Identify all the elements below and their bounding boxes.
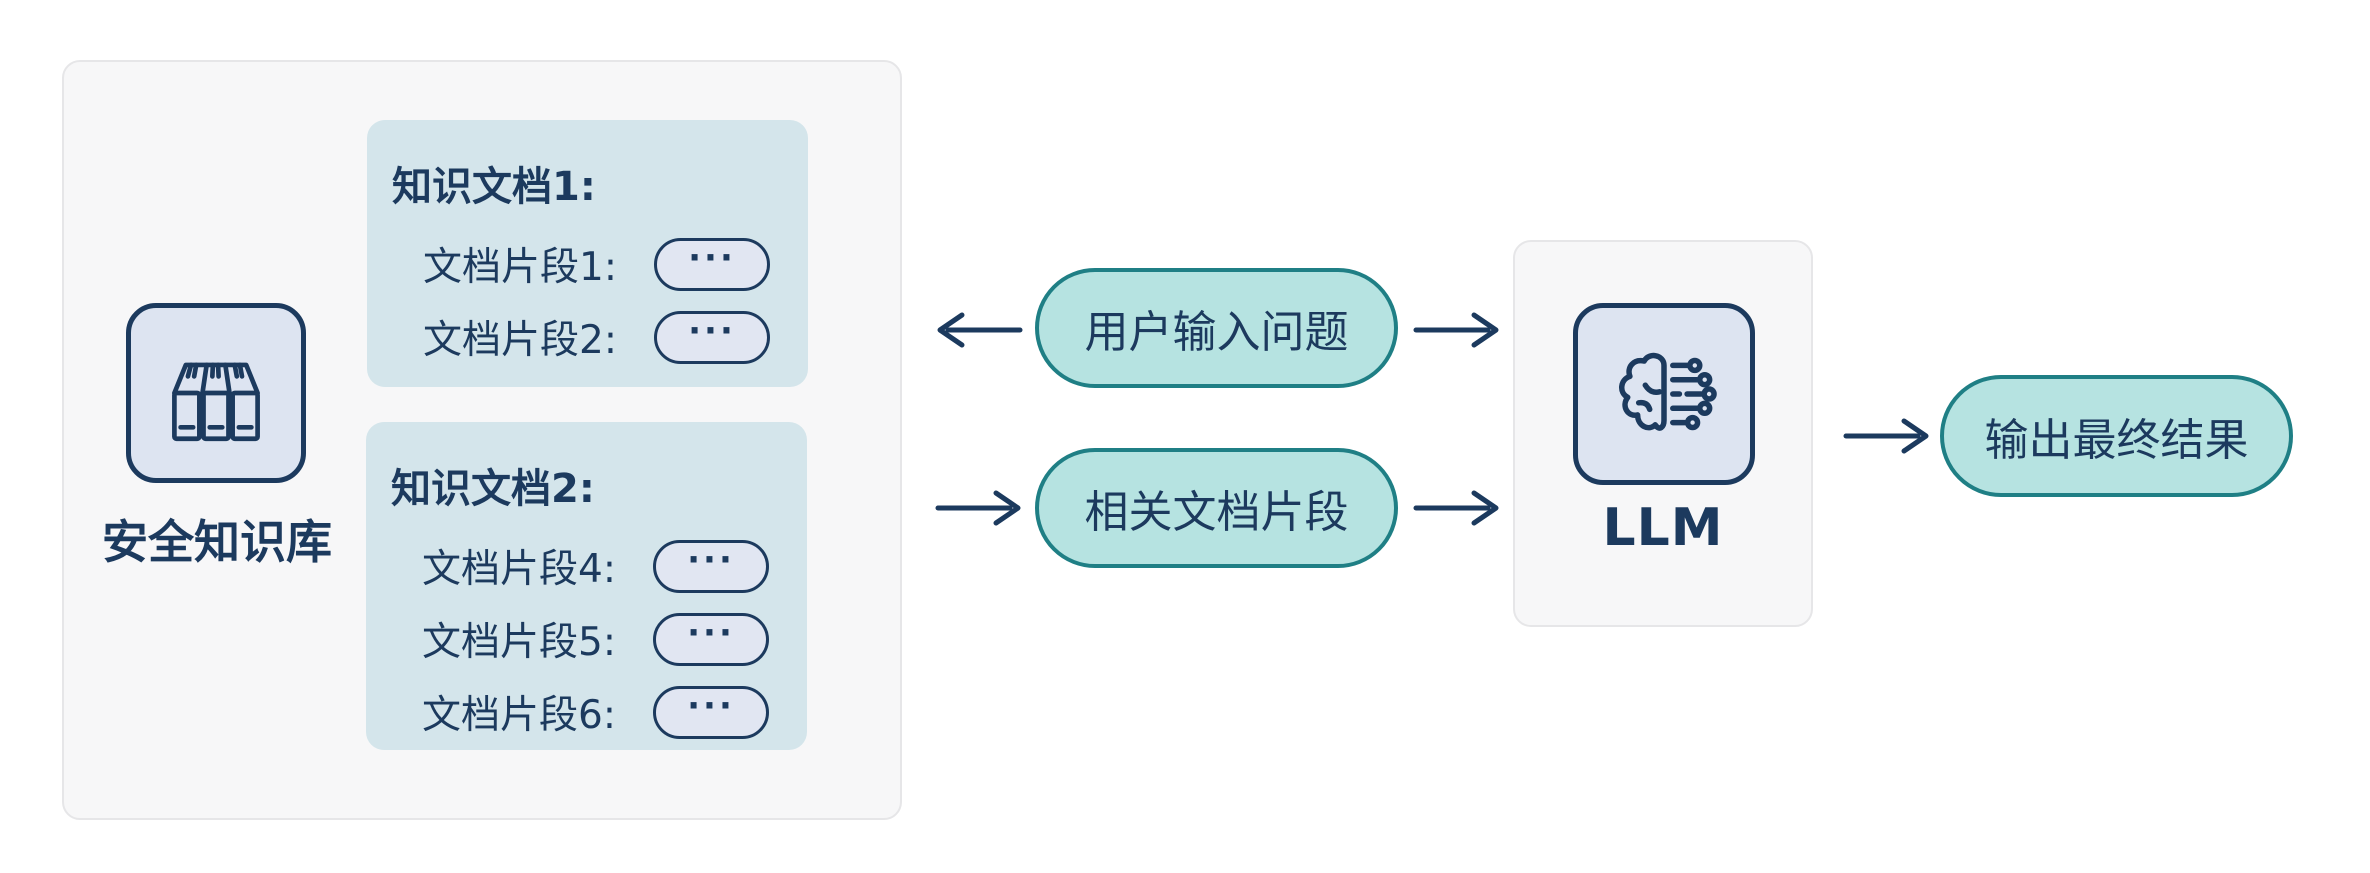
fragment-pill: ··· <box>653 612 769 666</box>
arrow-related-to-llm <box>1413 490 1499 526</box>
fragment-label: 文档片段6: <box>422 693 616 738</box>
ellipsis-dots: ··· <box>687 686 735 726</box>
llm-label: LLM <box>1602 498 1724 558</box>
knowledge-doc-1: 知识文档1: 文档片段1: ··· 文档片段2: ··· <box>367 120 808 387</box>
knowledge-doc-2: 知识文档2: 文档片段4: ··· 文档片段5: ··· 文档片段6: ··· <box>366 422 807 750</box>
books-icon <box>172 362 260 442</box>
knowledge-base-icon-box <box>126 303 306 483</box>
fragment-pill: ··· <box>653 539 769 593</box>
fragment-pill: ··· <box>653 685 769 739</box>
fragment-label: 文档片段1: <box>423 245 617 290</box>
final-output-pill: 输出最终结果 <box>1940 375 2293 497</box>
fragment-row: 文档片段2: ··· <box>423 309 770 365</box>
fragment-row: 文档片段6: ··· <box>422 684 769 740</box>
fragment-row: 文档片段1: ··· <box>423 236 770 292</box>
fragment-row: 文档片段4: ··· <box>422 538 769 594</box>
related-fragments-pill: 相关文档片段 <box>1035 448 1398 568</box>
knowledge-doc-1-title: 知识文档1: <box>392 164 596 210</box>
ellipsis-dots: ··· <box>688 311 736 351</box>
fragment-pill: ··· <box>654 310 770 364</box>
arrow-query-to-kb <box>937 312 1023 348</box>
fragment-label: 文档片段5: <box>422 620 616 665</box>
brain-circuit-icon <box>1619 352 1717 431</box>
arrow-query-to-llm <box>1413 312 1499 348</box>
fragment-pill: ··· <box>654 237 770 291</box>
fragment-label: 文档片段4: <box>422 547 616 592</box>
knowledge-base-label: 安全知识库 <box>102 515 332 569</box>
user-query-pill: 用户输入问题 <box>1035 268 1398 388</box>
llm-icon-box <box>1573 303 1755 485</box>
arrow-kb-to-related <box>935 490 1021 526</box>
ellipsis-dots: ··· <box>687 613 735 653</box>
fragment-label: 文档片段2: <box>423 318 617 363</box>
ellipsis-dots: ··· <box>688 238 736 278</box>
knowledge-doc-2-title: 知识文档2: <box>391 466 595 512</box>
fragment-row: 文档片段5: ··· <box>422 611 769 667</box>
ellipsis-dots: ··· <box>687 540 735 580</box>
arrow-llm-to-output <box>1843 418 1929 454</box>
